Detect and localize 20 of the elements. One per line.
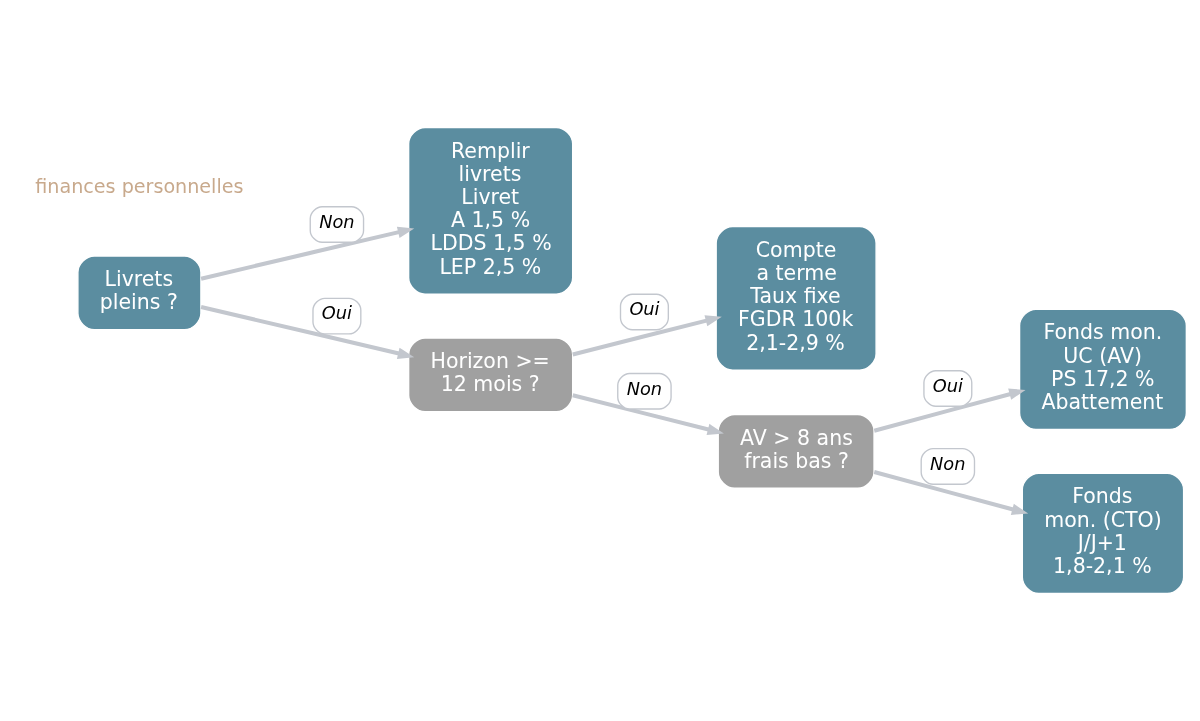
arrow: [873, 388, 1026, 433]
arrow: [200, 305, 415, 360]
arrow: [572, 393, 724, 436]
edge-label: Non: [930, 453, 966, 474]
edge-label: Non: [626, 378, 663, 399]
arrow: [200, 226, 415, 281]
node-box: Horizon >= 12 mois ?: [407, 337, 574, 413]
edge-label: Non: [319, 211, 355, 232]
node-box: Livrets pleins ?: [77, 255, 202, 331]
node-box: Compte a terme Taux fixe FGDR 100k 2,1-2,9 %: [715, 225, 877, 371]
label: finances personnelles: [35, 174, 244, 198]
node-box: Fonds mon. UC (AV) PS 17,2 % Abattement: [1018, 308, 1188, 431]
arrow: [873, 470, 1029, 515]
arrow: [572, 315, 722, 357]
edge-label: Oui: [932, 375, 963, 396]
edge-label: Oui: [321, 303, 353, 324]
node-box: Fonds mon. (CTO) J/J+1 1,8-2,1 %: [1021, 472, 1185, 595]
edge-label: Oui: [629, 299, 660, 320]
node-box: Remplir livrets Livret A 1,5 % LDDS 1,5 % LEP 2,5 %: [407, 126, 574, 295]
node-box: AV > 8 ans frais bas ?: [717, 413, 875, 489]
